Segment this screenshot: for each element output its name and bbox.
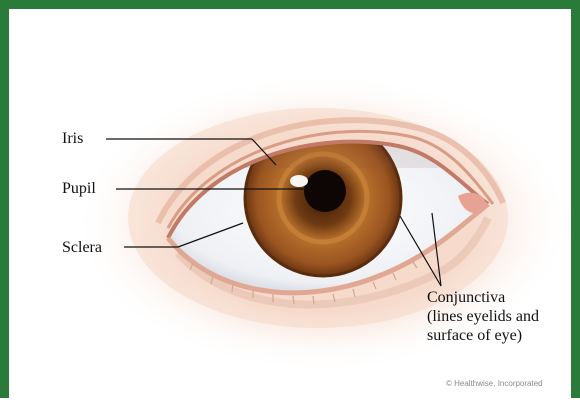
label-conjunctiva-line-3: surface of eye) [427,326,539,345]
eye-highlight [290,175,308,187]
label-conjunctiva: Conjunctiva (lines eyelids and surface o… [427,288,539,345]
label-conjunctiva-line-2: (lines eyelids and [427,307,539,326]
label-conjunctiva-line-1: Conjunctiva [427,288,539,307]
label-pupil: Pupil [62,181,96,197]
diagram-frame: Iris Pupil Sclera Conjunctiva (lines eye… [0,0,580,398]
label-iris: Iris [62,131,83,147]
copyright-credit: © Healthwise, Incorporated [446,379,543,388]
label-sclera: Sclera [62,240,102,256]
diagram-canvas: Iris Pupil Sclera Conjunctiva (lines eye… [18,18,580,407]
pupil-shape [304,170,346,212]
eye-illustration [18,18,580,407]
